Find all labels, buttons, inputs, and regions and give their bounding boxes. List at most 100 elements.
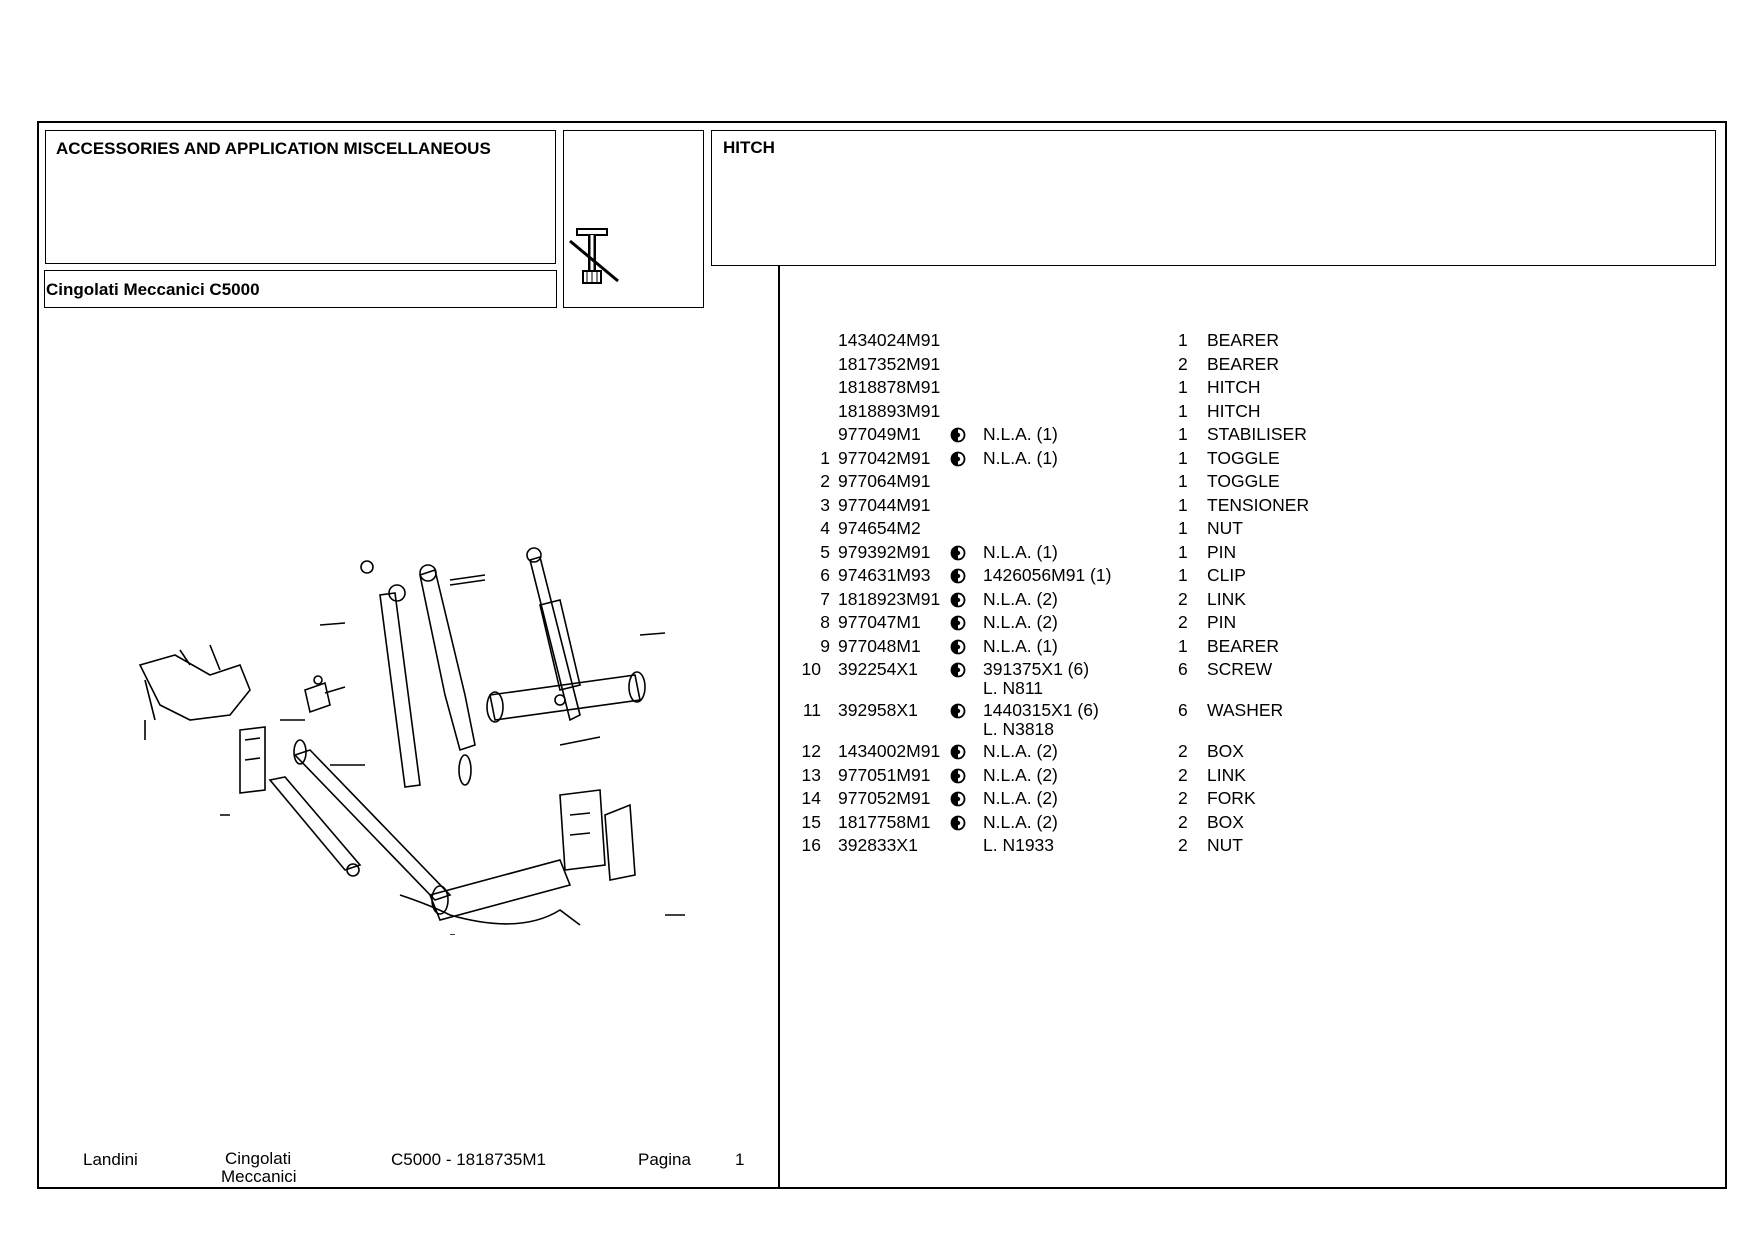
half-filled-circle-icon bbox=[950, 568, 966, 584]
thumbnail-box bbox=[563, 130, 704, 308]
footer-page-label: Pagina bbox=[638, 1150, 691, 1169]
parts-desc: STABILISER bbox=[1207, 424, 1307, 444]
parts-qty: 1 bbox=[1178, 424, 1188, 444]
parts-note: N.L.A. (1) bbox=[983, 447, 1058, 468]
parts-desc: TOGGLE bbox=[1207, 447, 1280, 468]
parts-number: 1817352M91 bbox=[838, 353, 941, 374]
parts-desc: FORK bbox=[1207, 788, 1256, 808]
half-filled-circle-icon bbox=[950, 703, 966, 719]
parts-number: 974631M93 bbox=[838, 565, 931, 585]
half-filled-circle-icon bbox=[950, 615, 966, 631]
parts-ref: 5 bbox=[820, 541, 830, 562]
parts-desc: PIN bbox=[1207, 612, 1237, 632]
section-title: ACCESSORIES AND APPLICATION MISCELLANEOU… bbox=[56, 139, 491, 158]
parts-qty: 2 bbox=[1178, 788, 1188, 808]
parts-ref: 15 bbox=[801, 811, 821, 832]
parts-number: 1818923M91 bbox=[838, 588, 941, 609]
parts-qty: 1 bbox=[1178, 518, 1188, 538]
parts-qty: 1 bbox=[1178, 330, 1188, 350]
parts-desc: SCREW bbox=[1207, 659, 1273, 679]
parts-number: 977049M1 bbox=[838, 424, 921, 444]
parts-qty: 2 bbox=[1178, 811, 1188, 832]
parts-desc: BOX bbox=[1207, 741, 1244, 761]
half-filled-circle-icon bbox=[950, 815, 966, 830]
parts-qty: 2 bbox=[1178, 764, 1188, 785]
parts-ref: 1 bbox=[820, 447, 830, 468]
parts-note-secondary: L. N3818 bbox=[983, 719, 1055, 739]
parts-number: 977064M91 bbox=[838, 471, 931, 491]
parts-number: 977051M91 bbox=[838, 764, 931, 785]
hitch-pin-icon bbox=[569, 228, 619, 284]
parts-qty: 2 bbox=[1178, 353, 1188, 374]
parts-note: N.L.A. (2) bbox=[983, 741, 1058, 761]
parts-qty: 1 bbox=[1178, 635, 1188, 656]
parts-qty: 1 bbox=[1178, 494, 1188, 515]
parts-number: 977048M1 bbox=[838, 635, 921, 656]
parts-desc: NUT bbox=[1207, 835, 1243, 855]
half-filled-circle-icon bbox=[950, 427, 966, 443]
parts-ref: 8 bbox=[820, 612, 830, 632]
footer-page-number: 1 bbox=[735, 1150, 745, 1169]
footer-series: Cingolati Meccanici bbox=[221, 1149, 297, 1186]
parts-number: 977052M91 bbox=[838, 788, 931, 808]
parts-qty: 1 bbox=[1178, 377, 1188, 397]
half-filled-circle-icon bbox=[950, 545, 966, 560]
model-title-box: Cingolati Meccanici C5000 bbox=[44, 270, 557, 308]
parts-ref: 2 bbox=[820, 471, 830, 491]
parts-desc: NUT bbox=[1207, 518, 1243, 538]
parts-number: 977047M1 bbox=[838, 612, 921, 632]
parts-note: N.L.A. (1) bbox=[983, 424, 1058, 444]
parts-desc: TOGGLE bbox=[1207, 471, 1280, 491]
parts-number: 977044M91 bbox=[838, 494, 931, 515]
parts-qty: 1 bbox=[1178, 471, 1188, 491]
parts-ref: 7 bbox=[820, 588, 830, 609]
group-title-box: HITCH bbox=[711, 130, 1716, 266]
parts-note: N.L.A. (1) bbox=[983, 635, 1058, 656]
footer-brand: Landini bbox=[83, 1150, 138, 1169]
parts-number: 392958X1 bbox=[838, 700, 918, 720]
parts-note-secondary: L. N811 bbox=[983, 678, 1043, 698]
parts-desc: BEARER bbox=[1207, 635, 1279, 656]
parts-number: 392254X1 bbox=[838, 659, 918, 679]
parts-desc: BEARER bbox=[1207, 330, 1279, 350]
parts-number: 1434024M91 bbox=[838, 330, 941, 350]
parts-ref: 14 bbox=[801, 788, 821, 808]
parts-note: N.L.A. (2) bbox=[983, 764, 1058, 785]
page-frame bbox=[37, 121, 1727, 1189]
parts-number: 1818878M91 bbox=[838, 377, 941, 397]
parts-ref: 13 bbox=[801, 764, 821, 785]
parts-ref: 6 bbox=[820, 565, 830, 585]
footer-series-line2: Meccanici bbox=[221, 1167, 297, 1186]
parts-desc: WASHER bbox=[1207, 700, 1284, 720]
parts-ref: 16 bbox=[801, 835, 821, 855]
parts-qty: 1 bbox=[1178, 447, 1188, 468]
half-filled-circle-icon bbox=[950, 768, 966, 783]
parts-qty: 6 bbox=[1178, 700, 1188, 720]
half-filled-circle-icon bbox=[950, 639, 966, 654]
parts-ref: 11 bbox=[802, 700, 821, 720]
parts-ref: 3 bbox=[820, 494, 830, 515]
hitch-exploded-diagram bbox=[138, 547, 685, 935]
footer-series-line1: Cingolati bbox=[225, 1149, 292, 1168]
half-filled-circle-icon bbox=[950, 662, 966, 678]
parts-ref: 12 bbox=[801, 741, 821, 761]
parts-desc: PIN bbox=[1207, 541, 1237, 562]
parts-ref: 10 bbox=[801, 659, 821, 679]
parts-desc: CLIP bbox=[1207, 565, 1246, 585]
parts-number: 1818893M91 bbox=[838, 400, 941, 421]
parts-note: N.L.A. (2) bbox=[983, 788, 1058, 808]
half-filled-circle-icon bbox=[950, 744, 966, 760]
parts-qty: 2 bbox=[1178, 741, 1188, 761]
parts-qty: 1 bbox=[1178, 541, 1188, 562]
group-title: HITCH bbox=[723, 138, 775, 157]
model-title: Cingolati Meccanici C5000 bbox=[46, 280, 260, 299]
parts-qty: 2 bbox=[1178, 588, 1188, 609]
half-filled-circle-icon bbox=[950, 592, 966, 607]
parts-number: 392833X1 bbox=[838, 835, 918, 855]
parts-qty: 6 bbox=[1178, 659, 1188, 679]
parts-desc: BOX bbox=[1207, 811, 1244, 832]
parts-ref: 9 bbox=[820, 635, 830, 656]
half-filled-circle-icon bbox=[950, 791, 966, 807]
parts-note: 1426056M91 (1) bbox=[983, 565, 1112, 585]
parts-note: 1440315X1 (6) bbox=[983, 700, 1099, 720]
